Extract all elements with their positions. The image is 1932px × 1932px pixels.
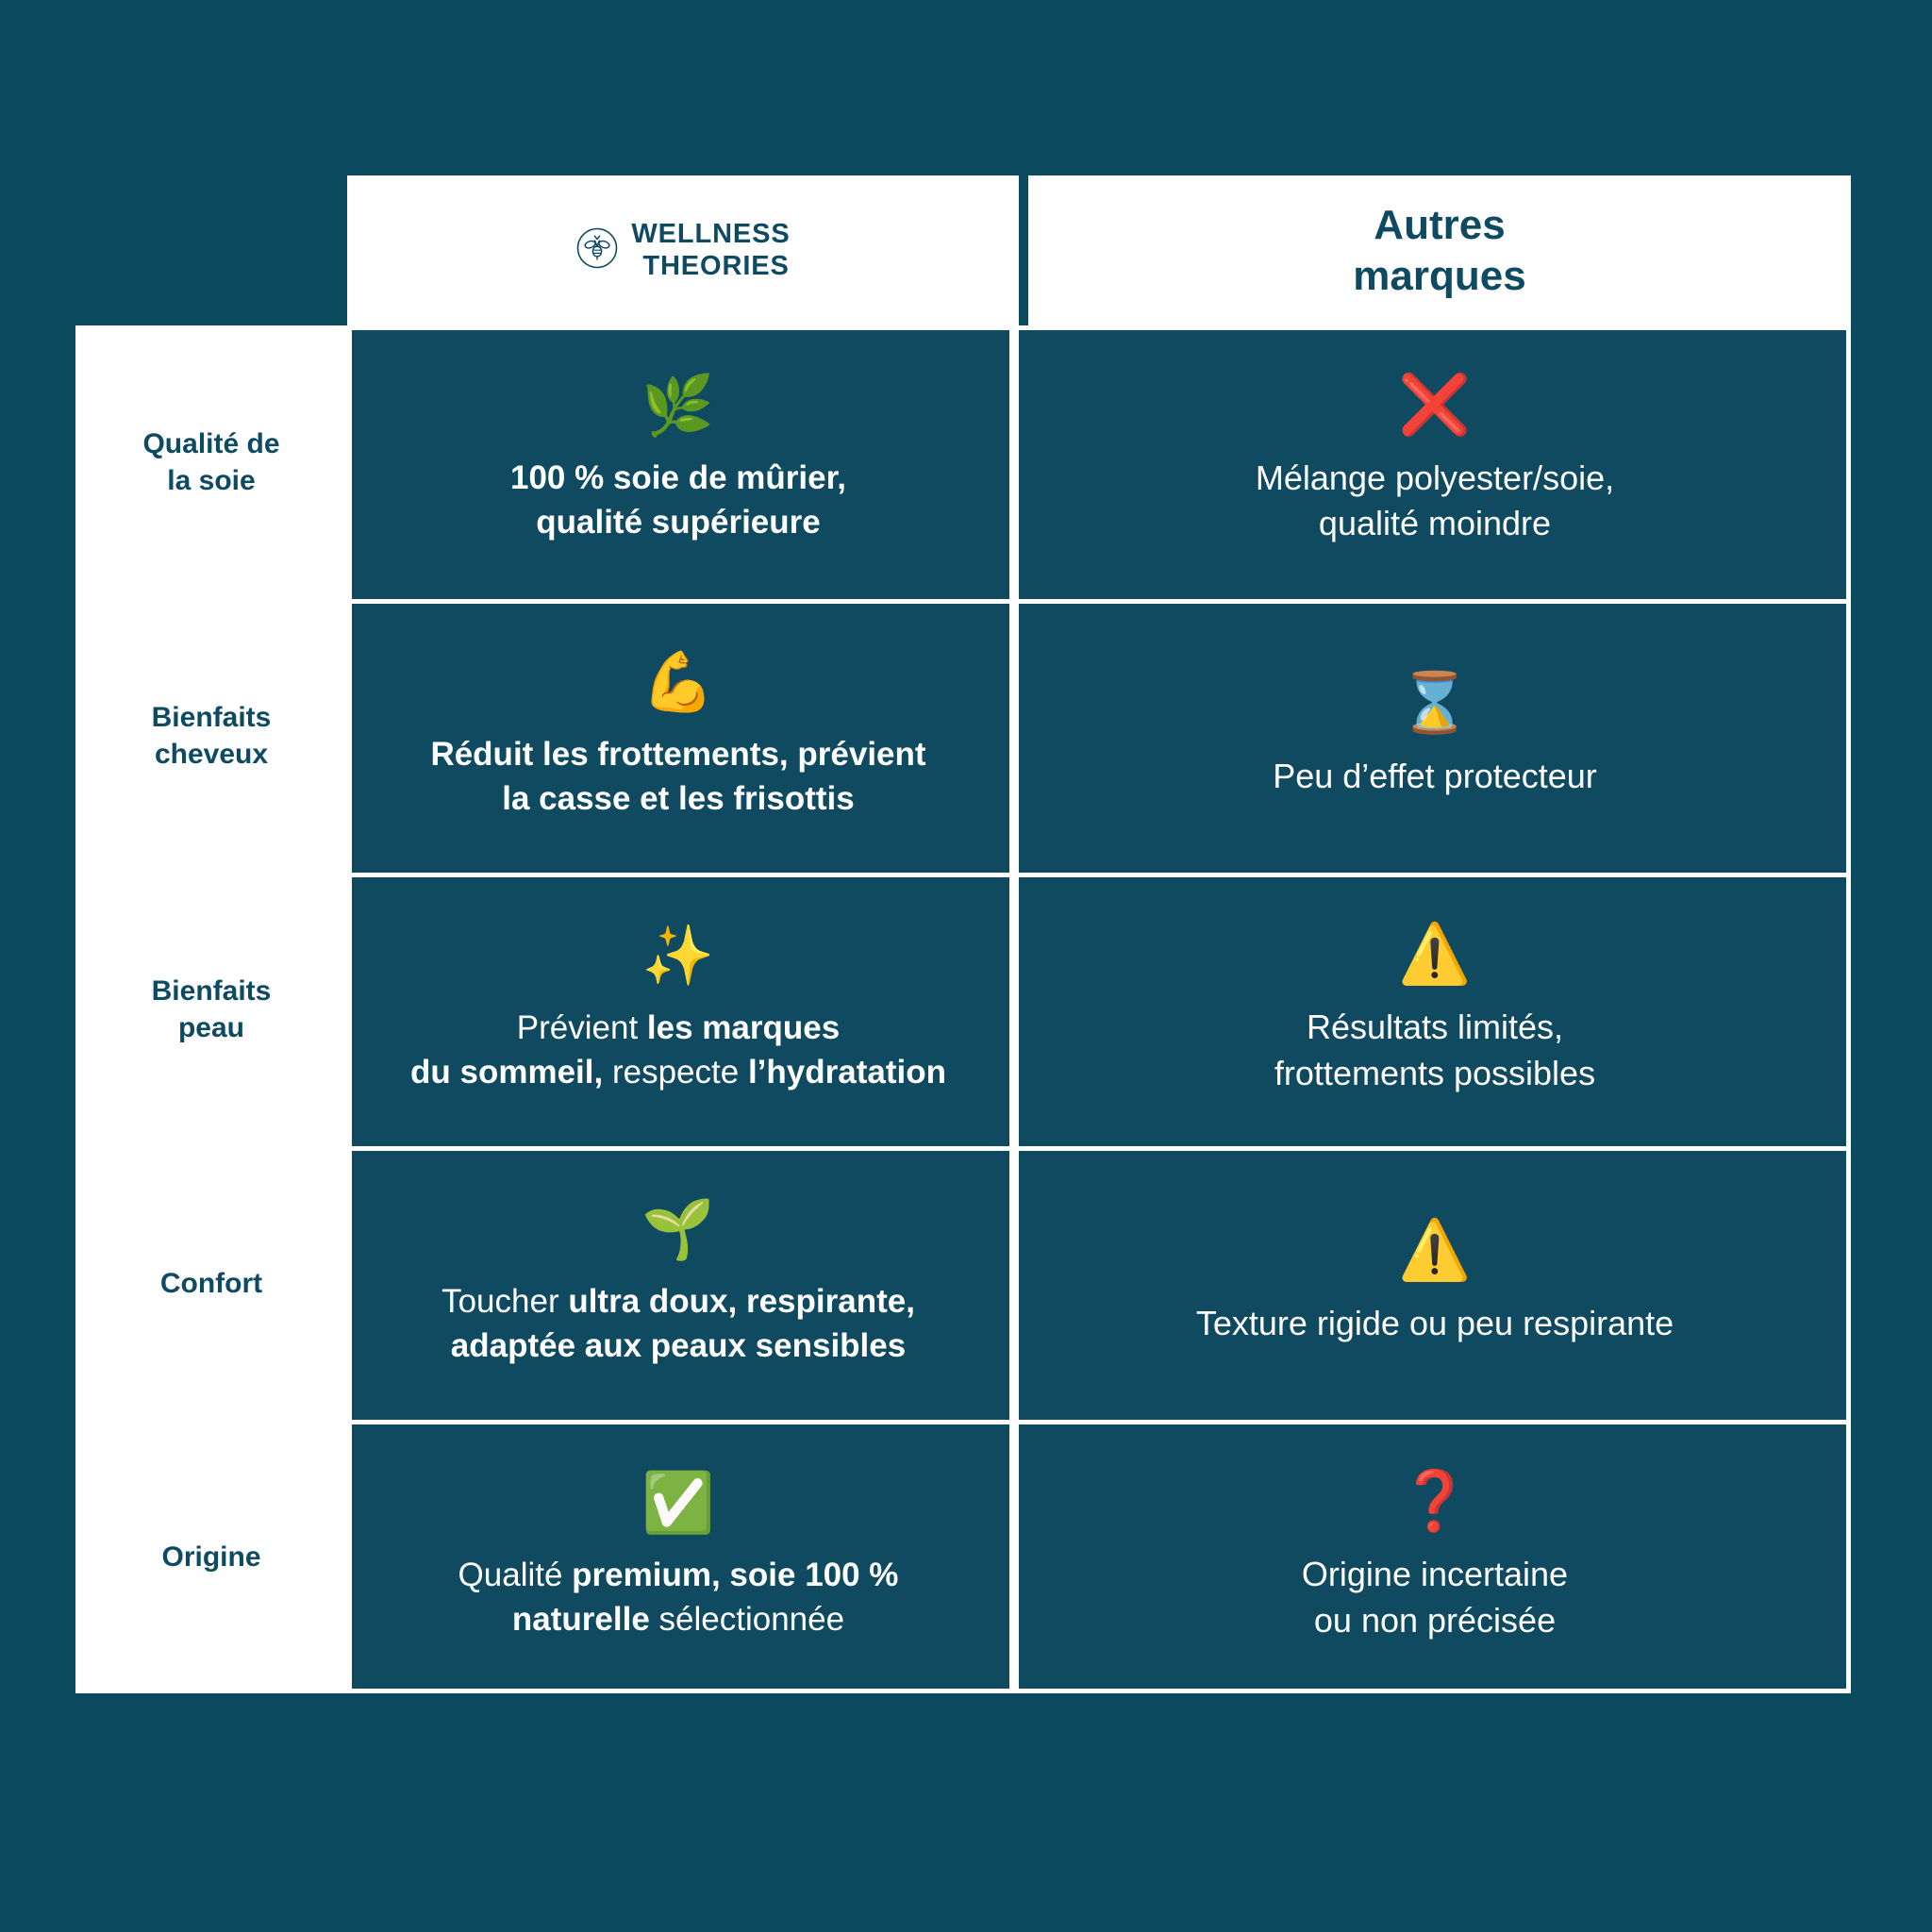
header-cell-brand: WELLNESS THEORIES	[347, 175, 1019, 325]
row-label-line2: cheveux	[154, 739, 269, 770]
row-label-line1: Origine	[161, 1541, 261, 1573]
brand-wordmark: WELLNESS THEORIES	[631, 219, 790, 281]
hourglass-icon: ⌛	[1398, 671, 1472, 737]
other-brands-title-line2: marques	[1353, 252, 1526, 299]
row-label-line1: Bienfaits	[151, 975, 272, 1007]
cell-text: Mélange polyester/soie,qualité moindre	[1255, 458, 1615, 542]
row-label-qualite-de-la-soie: Qualité de la soie	[75, 325, 347, 599]
flexed-biceps-icon: 💪	[641, 649, 715, 715]
cell-text: Qualité premium, soie 100 %naturelle sél…	[458, 1556, 899, 1638]
row-label-line1: Qualité de	[142, 428, 280, 459]
table-header-row: WELLNESS THEORIES Autres marques	[347, 175, 1851, 325]
cell-brand-confort: 🌱 Toucher ultra doux, respirante,adaptée…	[347, 1146, 1019, 1420]
row-label-bienfaits-peau: Bienfaits peau	[75, 873, 347, 1146]
cell-brand-qualite-de-la-soie: 🌿 100 % soie de mûrier,qualité supérieur…	[347, 325, 1019, 599]
cell-text: Texture rigide ou peu respirante	[1195, 1304, 1674, 1343]
row-label-line1: Confort	[159, 1267, 263, 1299]
row-label-bienfaits-cheveux: Bienfaits cheveux	[75, 599, 347, 873]
seedling-icon: 🌱	[641, 1196, 715, 1262]
other-brands-title: Autres marques	[1353, 200, 1525, 301]
comparison-table: WELLNESS THEORIES Autres marques Qualité…	[75, 175, 1851, 1693]
cell-other-confort: ⚠️ Texture rigide ou peu respirante	[1019, 1146, 1851, 1420]
brand-wordmark-line1: WELLNESS	[631, 219, 791, 250]
red-question-mark-icon: ❓	[1398, 1469, 1472, 1535]
table-body: Qualité de la soie 🌿 100 % soie de mûrie…	[75, 325, 1851, 1693]
cell-text: Peu d’effet protecteur	[1273, 757, 1597, 796]
cell-brand-origine: ✅ Qualité premium, soie 100 %naturelle s…	[347, 1420, 1019, 1693]
row-label-line1: Bienfaits	[151, 702, 272, 733]
warning-icon: ⚠️	[1398, 1218, 1472, 1284]
table-row: Bienfaits cheveux 💪 Réduit les frottemen…	[75, 599, 1851, 873]
brand-logo-lockup: WELLNESS THEORIES	[575, 219, 790, 281]
bee-emblem-icon	[575, 226, 619, 275]
red-cross-mark-icon: ❌	[1398, 372, 1472, 438]
cell-text: Toucher ultra doux, respirante,adaptée a…	[441, 1282, 915, 1364]
row-label-line2: la soie	[167, 465, 256, 496]
row-label-confort: Confort	[75, 1146, 347, 1420]
white-check-mark-icon: ✅	[641, 1470, 715, 1536]
warning-icon: ⚠️	[1398, 922, 1472, 988]
table-row: Origine ✅ Qualité premium, soie 100 %nat…	[75, 1420, 1851, 1693]
cell-text: Résultats limités,frottements possibles	[1274, 1008, 1596, 1092]
herb-icon: 🌿	[641, 374, 715, 440]
row-label-line2: peau	[177, 1012, 245, 1043]
table-row: Qualité de la soie 🌿 100 % soie de mûrie…	[75, 325, 1851, 599]
cell-text: 100 % soie de mûrier,qualité supérieure	[509, 459, 846, 541]
header-cell-other-brands: Autres marques	[1019, 175, 1851, 325]
other-brands-title-line1: Autres	[1374, 201, 1506, 248]
cell-other-bienfaits-peau: ⚠️ Résultats limités,frottements possibl…	[1019, 873, 1851, 1146]
table-row: Confort 🌱 Toucher ultra doux, respirante…	[75, 1146, 1851, 1420]
sparkles-icon: ✨	[641, 923, 715, 989]
brand-wordmark-line2: THEORIES	[642, 250, 790, 281]
cell-other-bienfaits-cheveux: ⌛ Peu d’effet protecteur	[1019, 599, 1851, 873]
row-label-origine: Origine	[75, 1420, 347, 1693]
cell-other-qualite-de-la-soie: ❌ Mélange polyester/soie,qualité moindre	[1019, 325, 1851, 599]
